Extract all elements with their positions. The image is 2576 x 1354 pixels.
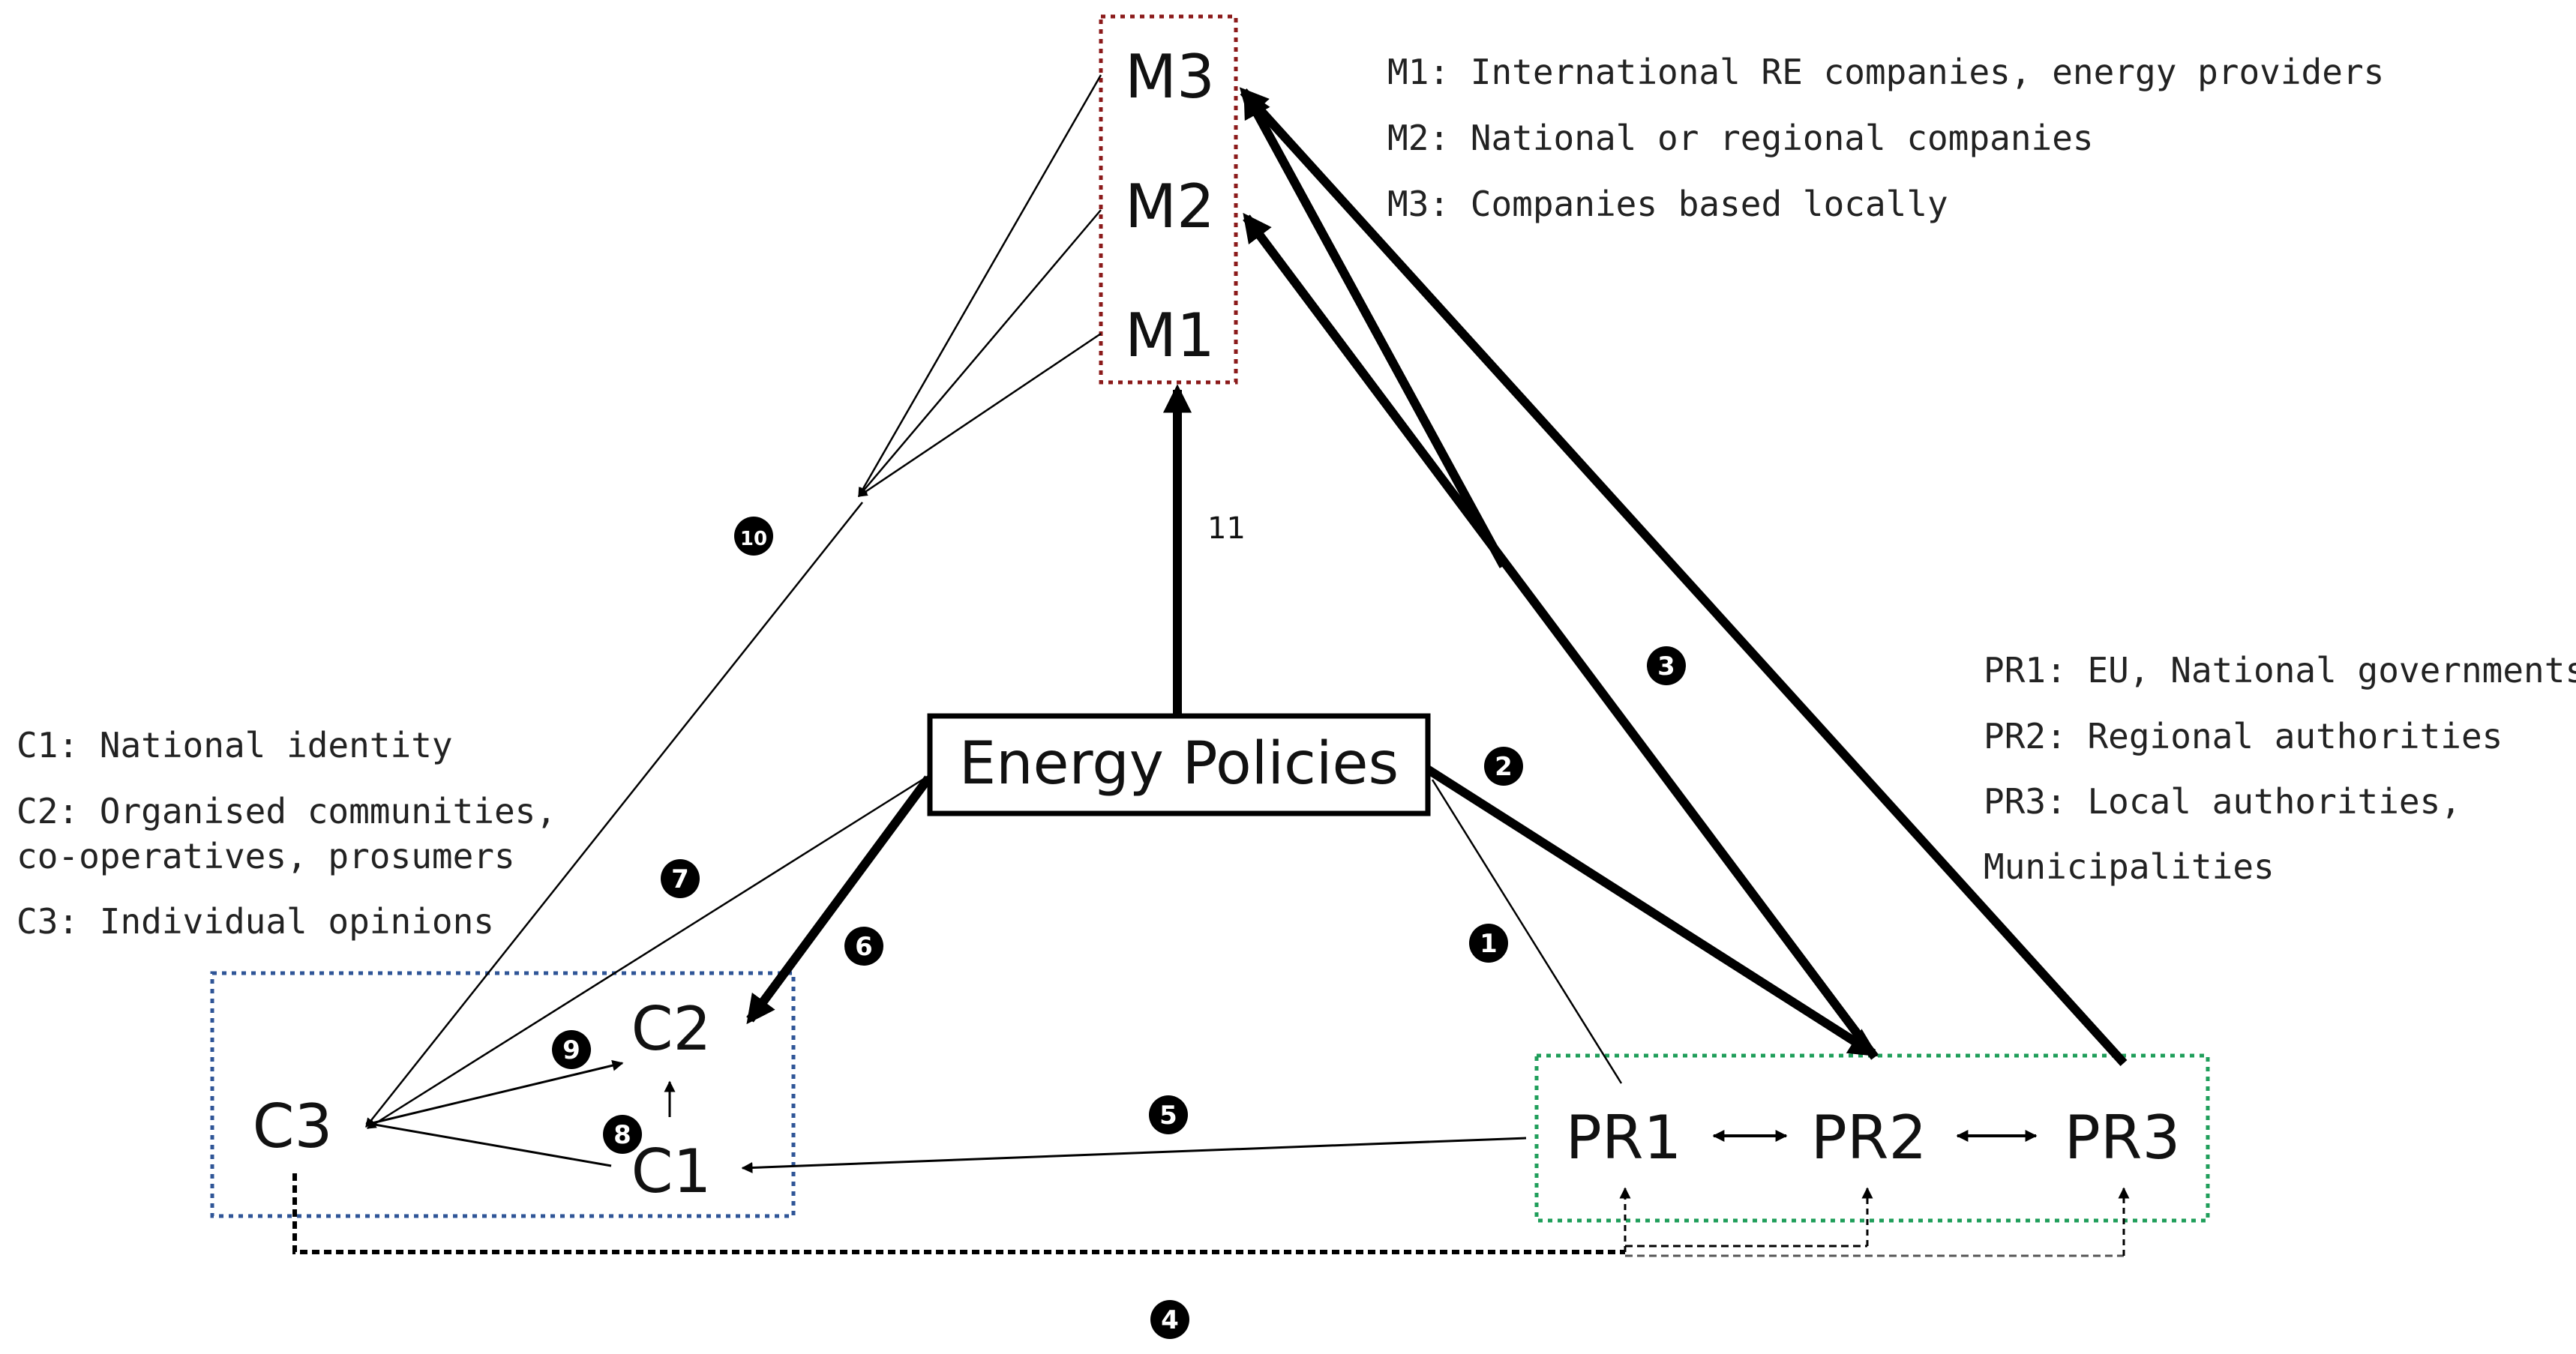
edge-pr3-to-m3 <box>1239 87 2128 1067</box>
market-legend-3: M3: Companies based locally <box>1387 184 1948 224</box>
node-m3: M3 <box>1125 42 1215 112</box>
market-group-box <box>1099 14 1238 385</box>
node-pr3: PR3 <box>2065 1103 2181 1173</box>
node-pr2: PR2 <box>1811 1103 1927 1173</box>
node-pr1: PR1 <box>1566 1103 1682 1173</box>
svg-text:2: 2 <box>1495 752 1513 782</box>
svg-text:8: 8 <box>613 1120 631 1150</box>
node-m1: M1 <box>1125 301 1215 370</box>
node-c2: C2 <box>631 994 712 1064</box>
svg-text:3: 3 <box>1657 652 1675 681</box>
edge-c1-to-c3 <box>365 1122 612 1167</box>
badge-10: 10 <box>734 517 773 556</box>
badge-4: 4 <box>1150 1300 1189 1339</box>
edge-m1-to-convergence <box>857 332 1102 498</box>
edge-m3-to-convergence <box>857 74 1102 498</box>
edge-convergence-to-c3 <box>365 502 863 1128</box>
edge-pr1-to-energy <box>1431 779 1623 1084</box>
svg-text:5: 5 <box>1159 1101 1177 1131</box>
svg-text:1: 1 <box>1480 929 1498 959</box>
svg-text:6: 6 <box>855 932 873 962</box>
civil-legend-3: co-operatives, prosumers <box>16 836 515 876</box>
energy-policies-box <box>927 713 1431 816</box>
badge-1: 1 <box>1469 924 1508 963</box>
badge-9: 9 <box>552 1030 591 1069</box>
svg-text:9: 9 <box>562 1035 580 1065</box>
label-11: 11 <box>1207 511 1246 546</box>
edge-energy-to-pr2 <box>1423 764 1879 1058</box>
edge-c3-to-c2 <box>365 1059 624 1126</box>
node-c3: C3 <box>253 1092 333 1161</box>
energy-policies-label: Energy Policies <box>959 730 1399 798</box>
edge-pr1-to-c1 <box>741 1137 1527 1173</box>
public-legend-2: PR2: Regional authorities <box>1984 716 2503 756</box>
edge-m2-to-convergence <box>858 209 1102 497</box>
badge-2: 2 <box>1484 747 1523 786</box>
market-legend-1: M1: International RE companies, energy p… <box>1387 52 2384 92</box>
civil-legend-2: C2: Organised communities, <box>16 791 556 831</box>
badge-5: 5 <box>1149 1095 1188 1134</box>
public-legend-1: PR1: EU, National governments <box>1984 650 2576 690</box>
badge-8: 8 <box>603 1115 642 1154</box>
node-m2: M2 <box>1125 172 1215 241</box>
edge-pr2-to-m2 <box>1243 212 1879 1060</box>
node-c1: C1 <box>631 1137 712 1206</box>
civil-legend-4: C3: Individual opinions <box>16 901 494 942</box>
badge-7: 7 <box>661 859 700 898</box>
civil-group-box <box>210 971 796 1218</box>
public-legend-3: PR3: Local authorities, <box>1984 781 2461 822</box>
badge-6: 6 <box>844 927 883 966</box>
svg-text:7: 7 <box>671 864 689 894</box>
badge-3: 3 <box>1647 646 1686 685</box>
edge-c3-to-pr-dashed <box>292 1173 1625 1254</box>
civil-legend-1: C1: National identity <box>16 725 453 765</box>
svg-text:10: 10 <box>740 528 767 550</box>
edge-energy-to-c3 <box>366 774 929 1130</box>
public-legend-4: Municipalities <box>1984 846 2275 887</box>
market-legend-2: M2: National or regional companies <box>1387 118 2094 158</box>
edge-branch-to-m3 <box>1242 88 1508 568</box>
edge-energy-to-c2 <box>746 775 932 1025</box>
svg-text:4: 4 <box>1161 1305 1179 1335</box>
